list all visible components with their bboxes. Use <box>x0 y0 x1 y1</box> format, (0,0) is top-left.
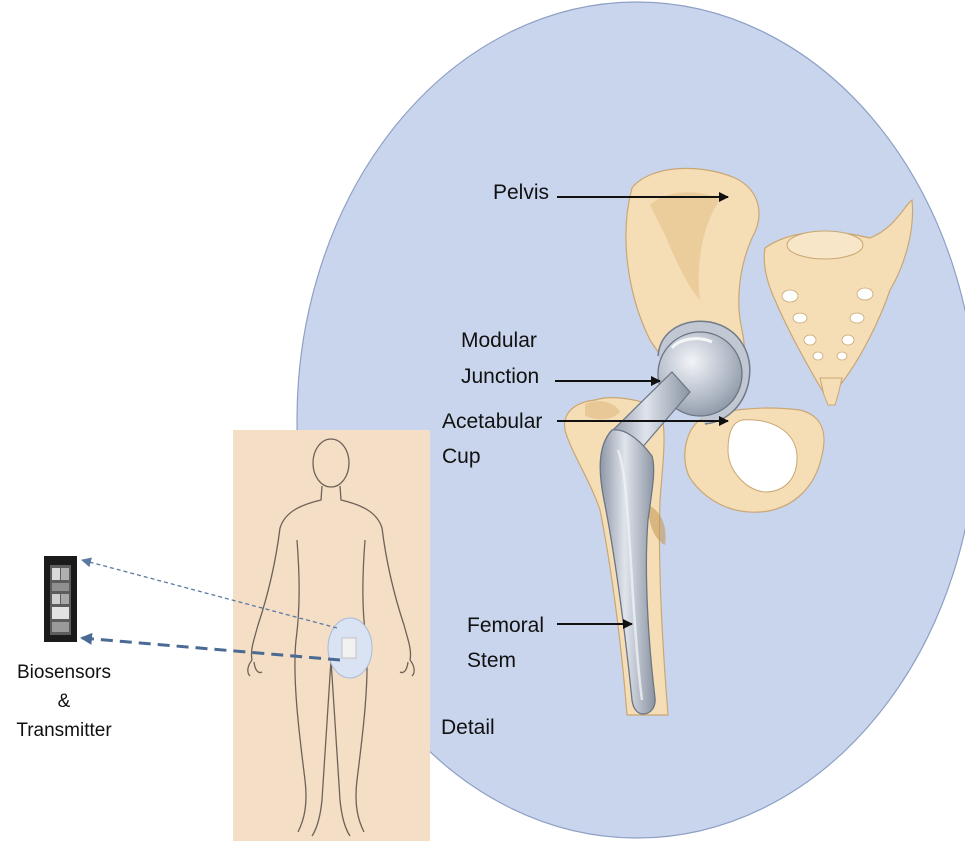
modular-junction-label-line2: Junction <box>461 363 539 391</box>
femoral-stem-label-line1: Femoral <box>467 612 544 640</box>
modular-junction-label-line1: Modular <box>461 327 537 355</box>
biosensors-label-line1: Biosensors <box>12 660 116 685</box>
femoral-stem-label-line2: Stem <box>467 647 516 675</box>
biosensors-label-line3: Transmitter <box>12 718 116 743</box>
pelvis-label: Pelvis <box>493 179 549 207</box>
acetabular-cup-label-line2: Cup <box>442 443 481 471</box>
biosensors-label-line2: & <box>12 689 116 714</box>
sensor-device-icon <box>44 556 77 642</box>
detail-label: Detail <box>441 714 495 742</box>
acetabular-cup-label-line1: Acetabular <box>442 408 542 436</box>
